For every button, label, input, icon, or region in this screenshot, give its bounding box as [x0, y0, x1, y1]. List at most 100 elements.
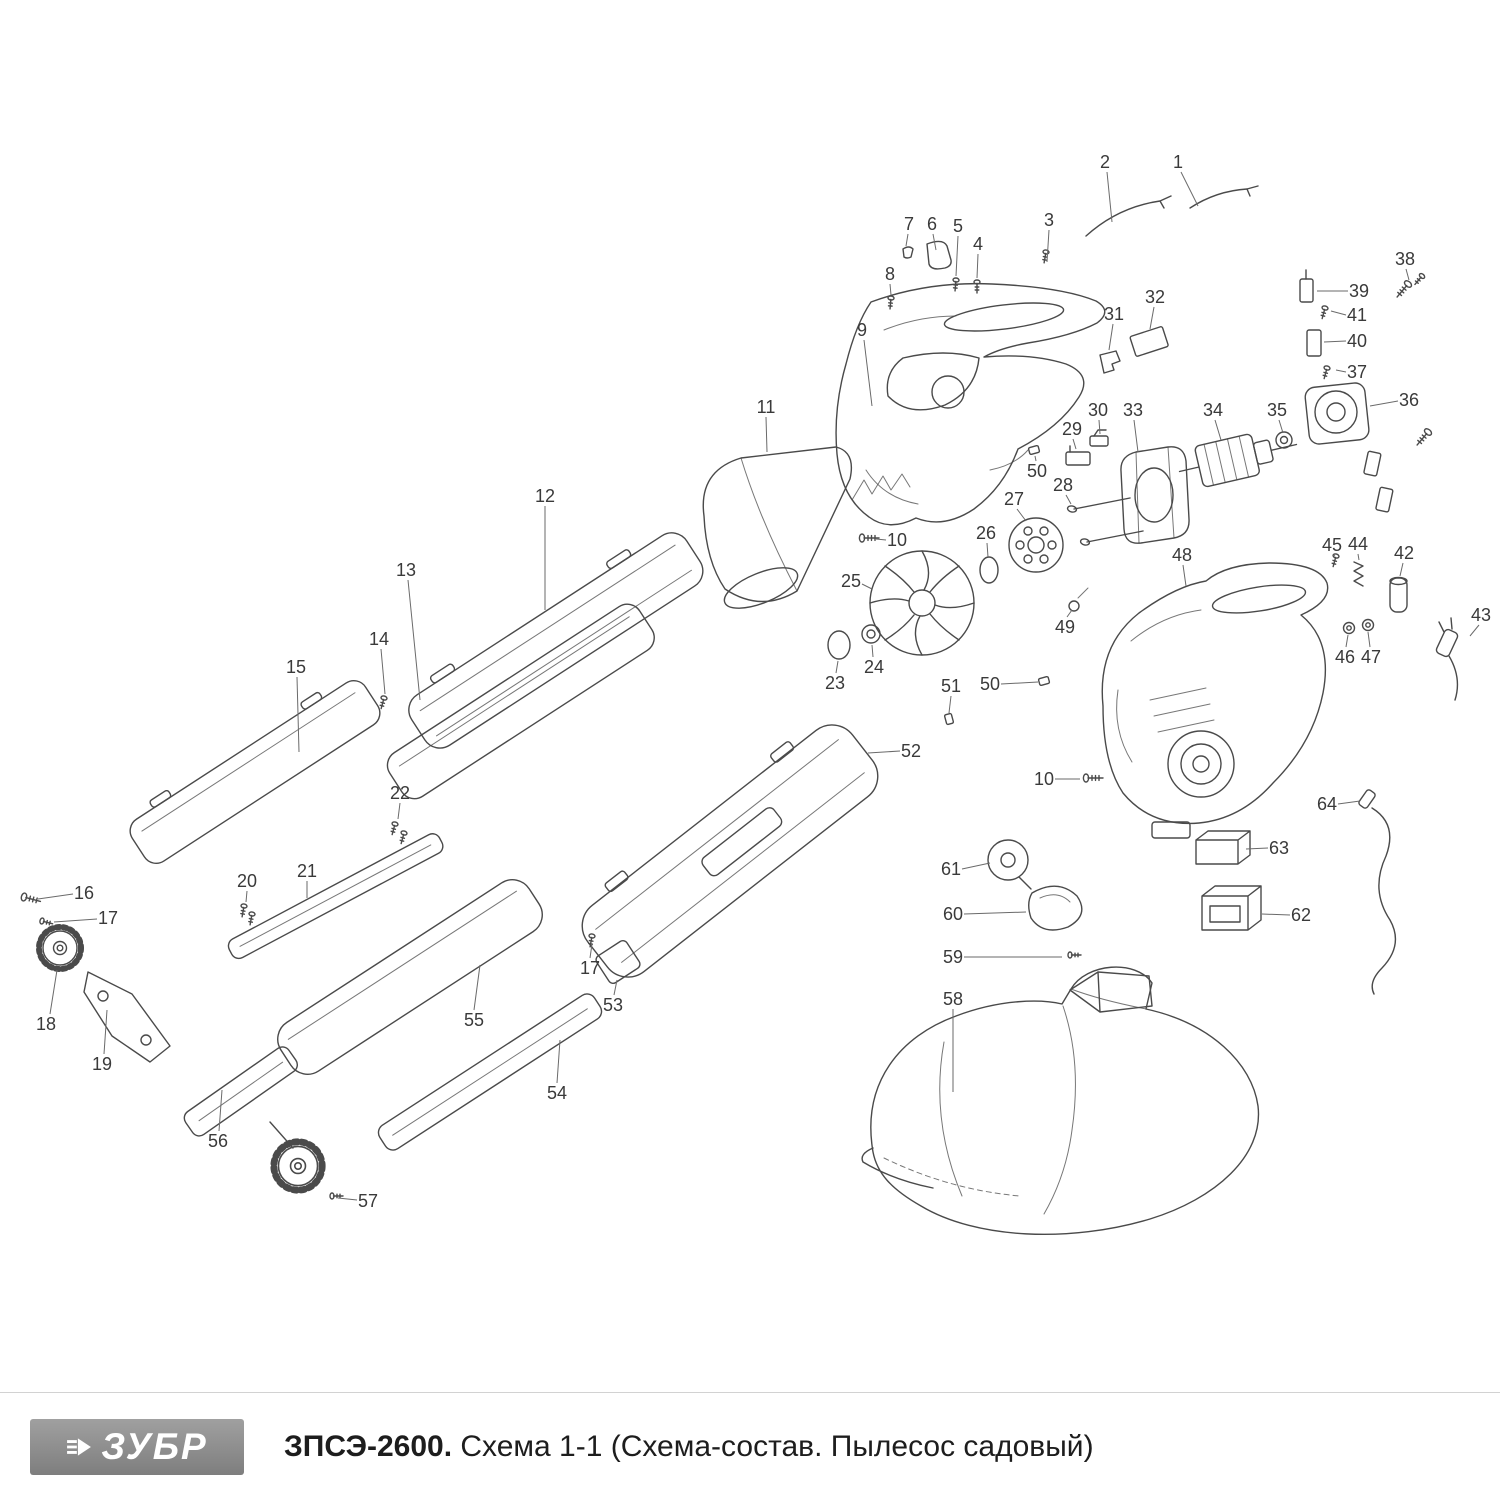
part-number-20: 20 [237, 871, 257, 891]
cable-tie-icon [1085, 185, 1259, 237]
diagram-title: ЗПСЭ-2600. Схема 1-1 (Схема-состав. Пыле… [284, 1430, 1094, 1464]
switch-drawing [1065, 445, 1091, 466]
leader-line-6 [932, 233, 937, 251]
part-number-19: 19 [92, 1054, 112, 1074]
part-number-25: 25 [841, 571, 861, 591]
leader-line-33 [1133, 419, 1139, 453]
big-half-tube-drawing [581, 724, 879, 978]
leader-line-44 [1357, 553, 1360, 561]
leader-line-5 [955, 235, 959, 277]
leader-line-46 [1345, 634, 1349, 648]
leader-line-37 [1335, 369, 1347, 373]
bearing-drawing [1275, 431, 1293, 449]
screw-icon [973, 279, 981, 294]
part-number-5: 5 [953, 216, 963, 236]
part-number-14: 14 [369, 629, 389, 649]
leader-line-42 [1399, 562, 1404, 577]
screw-icon [886, 295, 895, 310]
part-number-23: 23 [825, 673, 845, 693]
leader-line-47 [1367, 631, 1371, 648]
leader-line-24 [871, 644, 874, 658]
part-number-38: 38 [1395, 249, 1415, 269]
leader-line-28 [1065, 494, 1072, 505]
nut-icon [1342, 621, 1356, 635]
clip-icon [1037, 675, 1051, 687]
footer: ЗУБР ЗПСЭ-2600. Схема 1-1 (Схема-состав.… [0, 1392, 1500, 1500]
part-number-59: 59 [943, 947, 963, 967]
leader-line-55 [473, 964, 481, 1011]
leader-line-51 [948, 695, 952, 714]
leader-line-16 [37, 893, 74, 900]
plate-drawing [1129, 326, 1169, 357]
capacitor-drawing [1389, 576, 1408, 613]
leader-line-52 [867, 750, 901, 754]
exploded-parts-diagram: 1234567891011121314151617171819202122232… [19, 152, 1491, 1236]
leader-line-3 [1046, 229, 1050, 263]
part-number-44: 44 [1348, 534, 1368, 554]
brush-holder-drawing [1306, 329, 1322, 357]
leader-line-20 [245, 890, 248, 903]
leader-line-57 [337, 1197, 358, 1201]
tube-shell-drawing [129, 679, 381, 865]
part-number-12: 12 [535, 486, 555, 506]
clip-part [902, 246, 914, 259]
part-number-21: 21 [297, 861, 317, 881]
part-number-8: 8 [885, 264, 895, 284]
nut-icon [1361, 618, 1375, 632]
leader-line-4 [976, 253, 979, 279]
leader-line-48 [1182, 564, 1187, 587]
part-number-15: 15 [286, 657, 306, 677]
collection-bag-drawing [861, 966, 1260, 1236]
clip-icon [943, 712, 955, 726]
leader-line-11 [765, 416, 768, 453]
part-number-34: 34 [1203, 400, 1223, 420]
leader-line-15 [296, 676, 300, 753]
wheel-drawing [274, 1142, 322, 1190]
wheel-bracket-drawing [83, 971, 171, 1063]
tube-upper-half-drawing [408, 532, 704, 749]
part-number-18: 18 [36, 1014, 56, 1034]
brand-name: ЗУБР [101, 1426, 208, 1467]
crescent-drawing [1028, 885, 1083, 931]
screw-icon [1413, 426, 1434, 449]
leader-line-8 [889, 283, 892, 296]
screw-icon [1411, 271, 1427, 288]
screw-icon [858, 533, 880, 543]
leader-line-29 [1072, 438, 1077, 450]
cover-box-drawing [1195, 830, 1251, 865]
leader-line-61 [961, 862, 991, 870]
upper-housing-drawing [835, 282, 1106, 526]
wheel-drawing [39, 927, 81, 969]
part-number-41: 41 [1347, 305, 1367, 325]
part-number-61: 61 [941, 859, 961, 879]
part-number-46: 46 [1335, 647, 1355, 667]
funnel-drawing [702, 446, 853, 609]
part-number-43: 43 [1471, 605, 1491, 625]
cable-drawing [1358, 789, 1397, 995]
leader-line-60 [963, 911, 1027, 915]
leader-line-35 [1278, 419, 1284, 434]
holder-box-drawing [1201, 885, 1262, 931]
screw-icon [1082, 773, 1104, 783]
leader-line-64 [1337, 800, 1361, 805]
part-number-13: 13 [396, 560, 416, 580]
part-number-31: 31 [1104, 304, 1124, 324]
part-number-48: 48 [1172, 545, 1192, 565]
part-number-45: 45 [1322, 535, 1342, 555]
part-number-6: 6 [927, 214, 937, 234]
screw-icon [397, 829, 409, 846]
leader-line-62 [1261, 913, 1291, 916]
part-number-26: 26 [976, 523, 996, 543]
leader-line-38 [1405, 268, 1410, 281]
part-number-32: 32 [1145, 287, 1165, 307]
part-number-22: 22 [390, 783, 410, 803]
leader-line-1 [1180, 171, 1199, 207]
screw-icon [1067, 951, 1082, 959]
leader-line-40 [1323, 340, 1347, 343]
seal-ring-drawing [827, 630, 851, 660]
part-number-27: 27 [1004, 489, 1024, 509]
leader-line-32 [1149, 306, 1155, 330]
part-number-63: 63 [1269, 838, 1289, 858]
part-number-36: 36 [1399, 390, 1419, 410]
